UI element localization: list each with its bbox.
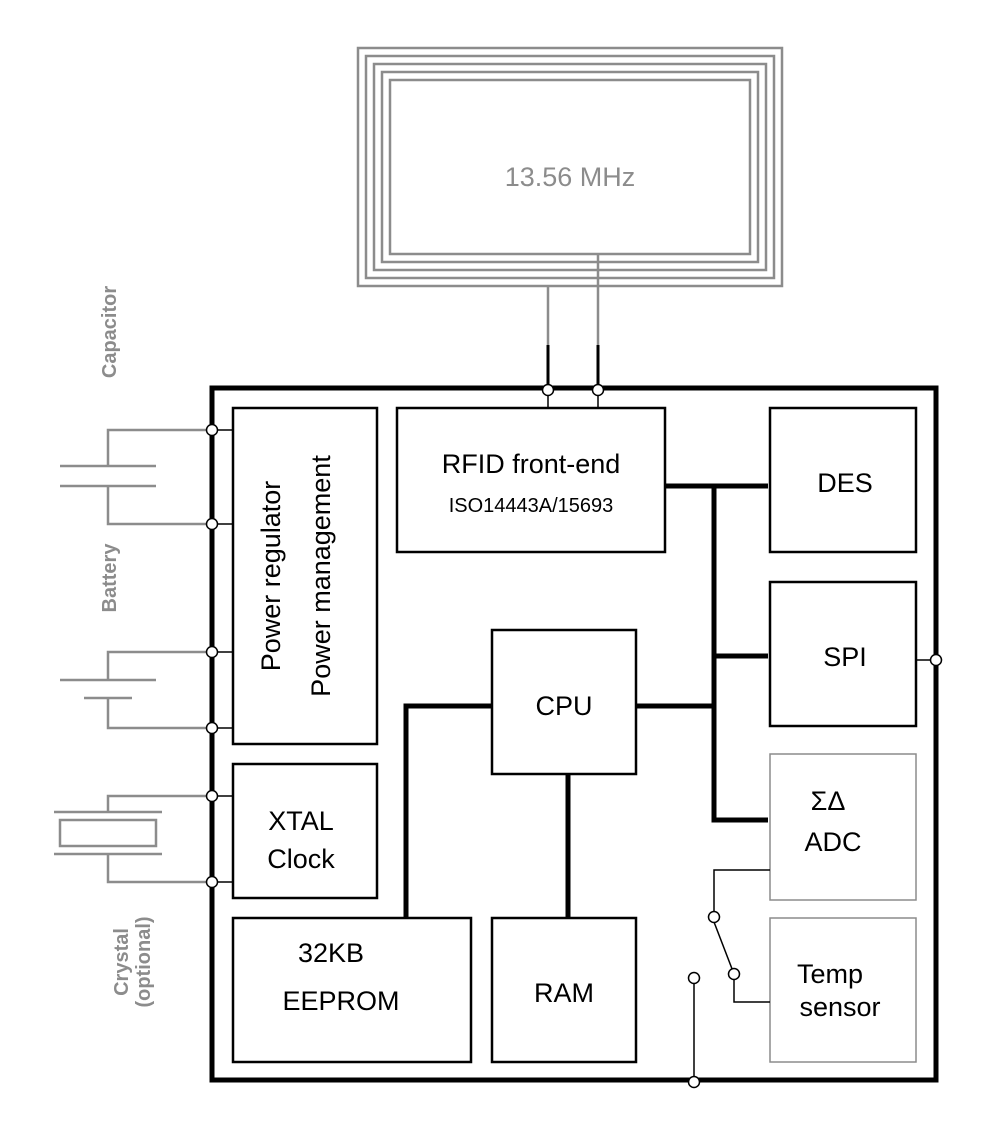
power-label-2: Power management <box>306 455 336 697</box>
cpu-label: CPU <box>535 691 592 721</box>
pin-cap-top <box>205 423 219 437</box>
pin-xtal-bottom <box>205 875 219 889</box>
pin-antenna-2 <box>591 383 605 397</box>
pin-xtal-top <box>205 789 219 803</box>
sensor-switch <box>687 869 770 1082</box>
pin-batt-top <box>205 645 219 659</box>
block-rfid: RFID front-end ISO14443A/15693 <box>395 406 667 554</box>
capacitor-label: Capacitor <box>99 286 121 378</box>
block-des: DES <box>768 406 918 554</box>
block-adc: ΣΔ ADC <box>769 753 917 901</box>
antenna-frequency: 13.56 MHz <box>505 162 636 192</box>
ram-label: RAM <box>534 978 594 1008</box>
spi-label: SPI <box>823 642 867 672</box>
power-label-1: Power regulator <box>256 481 286 672</box>
rfid-label-2: ISO14443A/15693 <box>449 495 614 517</box>
eeprom-label-1: 32KB <box>298 938 364 968</box>
pin-cap-bottom <box>205 517 219 531</box>
coil-turn-4 <box>380 70 760 264</box>
block-power: Power regulator Power management <box>231 406 379 746</box>
external-capacitor: Capacitor <box>60 286 210 526</box>
bus-vertical-adc <box>711 486 768 823</box>
switch-contact-top <box>707 910 721 924</box>
adc-label-2: ADC <box>804 827 861 857</box>
internal-bus <box>403 483 768 918</box>
adc-label-1: ΣΔ <box>811 786 846 816</box>
bus-eeprom <box>403 703 492 918</box>
coil-turn-2 <box>364 54 776 280</box>
chip-pins <box>205 383 943 1089</box>
block-eeprom: 32KB EEPROM <box>231 916 473 1064</box>
coil-turn-3 <box>372 62 768 272</box>
block-cpu: CPU <box>490 628 638 776</box>
xtal-label-2: Clock <box>267 844 335 874</box>
xtal-label-1: XTAL <box>268 806 334 836</box>
switch-wire-adc <box>713 869 770 912</box>
antenna-coil: 13.56 MHz <box>356 46 784 390</box>
block-spi: SPI <box>768 580 918 728</box>
rfid-label-1: RFID front-end <box>442 449 621 479</box>
coil-turn-5 <box>388 78 752 256</box>
switch-wire-temp <box>733 978 770 1003</box>
block-ram: RAM <box>490 916 638 1064</box>
battery-label: Battery <box>99 543 121 613</box>
external-battery: Battery <box>60 543 210 730</box>
pin-batt-bottom <box>205 721 219 735</box>
des-label: DES <box>817 468 873 498</box>
switch-contact-ground <box>687 971 701 985</box>
temp-label-1: Temp <box>797 959 863 989</box>
pin-antenna-1 <box>541 383 555 397</box>
temp-label-2: sensor <box>799 992 880 1022</box>
switch-arm <box>713 921 735 975</box>
pin-spi <box>929 653 943 667</box>
block-xtal: XTAL Clock <box>231 762 379 900</box>
crystal-label-2: (optional) <box>133 916 155 1007</box>
crystal-label-1: Crystal <box>111 928 133 996</box>
external-crystal: Crystal (optional) <box>54 794 210 1008</box>
eeprom-label-2: EEPROM <box>282 986 399 1016</box>
block-temp: Temp sensor <box>769 917 917 1063</box>
coil-turn-1 <box>356 46 784 288</box>
switch-contact-temp <box>727 967 741 981</box>
pin-ground <box>687 1075 701 1089</box>
